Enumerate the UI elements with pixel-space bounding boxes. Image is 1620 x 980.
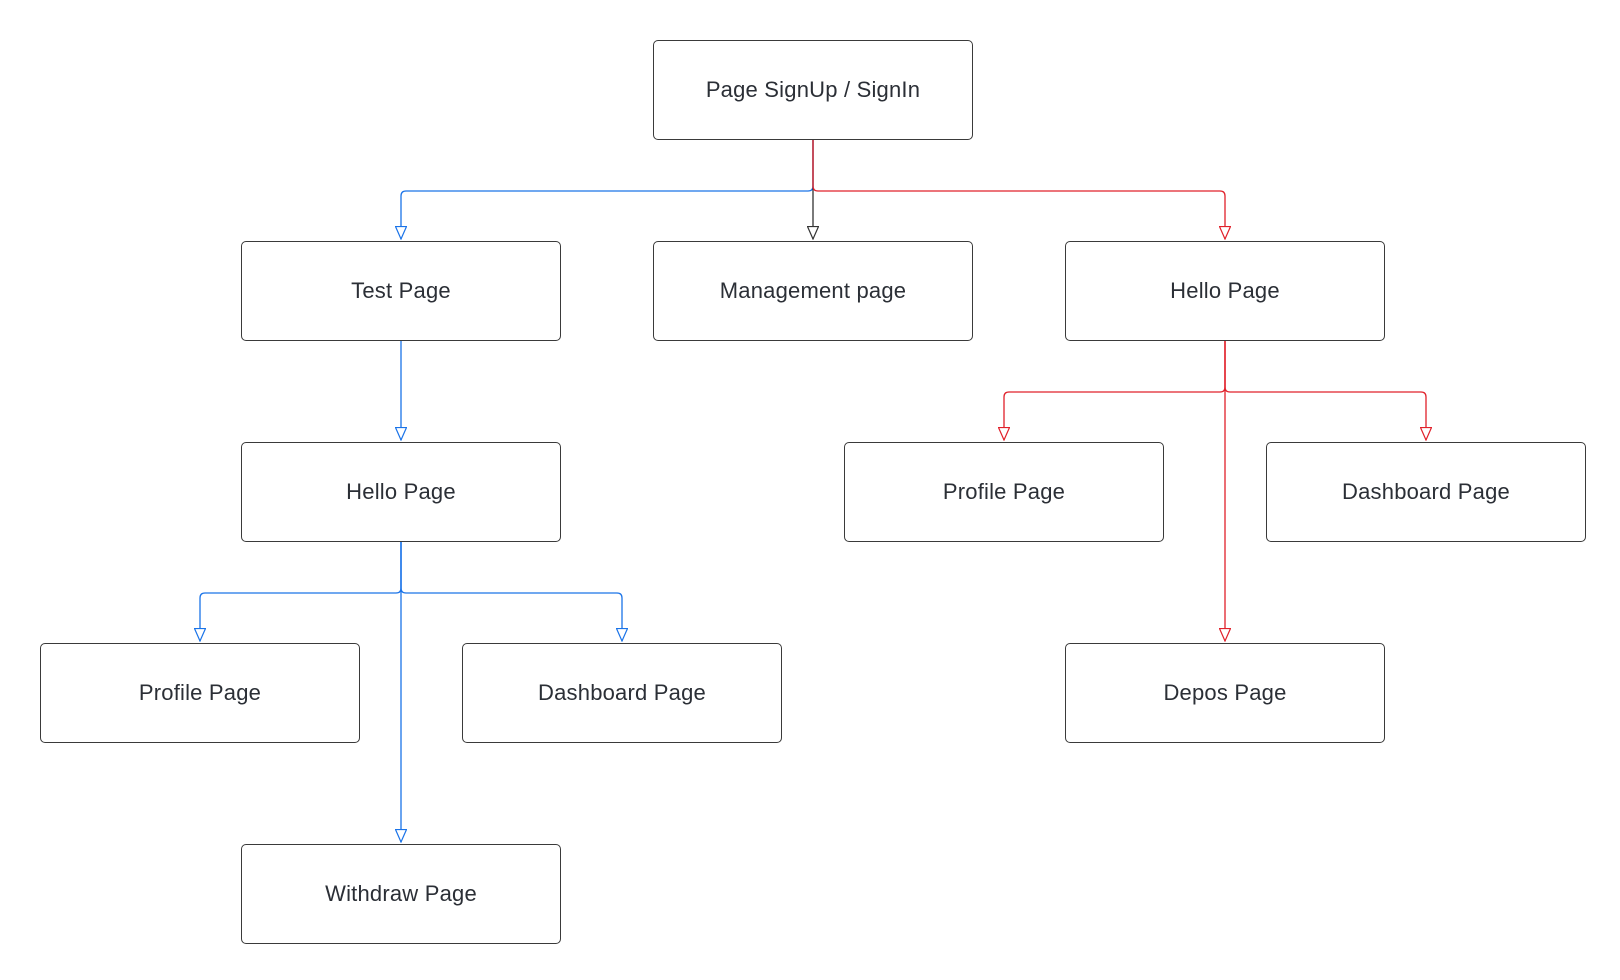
node-label: Dashboard Page bbox=[1342, 479, 1510, 504]
node-label: Dashboard Page bbox=[538, 680, 706, 705]
edge-hello-right-to-dashboard-right bbox=[1224, 341, 1426, 440]
node-hello-page-right[interactable]: Hello Page bbox=[1065, 241, 1385, 341]
node-management-page[interactable]: Management page bbox=[653, 241, 973, 341]
edge-root-to-test bbox=[401, 140, 814, 239]
edge-hello-right-to-profile-right bbox=[1004, 341, 1226, 440]
node-depos-page[interactable]: Depos Page bbox=[1065, 643, 1385, 743]
node-label: Management page bbox=[719, 278, 907, 303]
node-label: Depos Page bbox=[1163, 680, 1287, 705]
node-label: Withdraw Page bbox=[325, 881, 477, 906]
node-label: Hello Page bbox=[346, 479, 456, 504]
node-dashboard-page-right[interactable]: Dashboard Page bbox=[1266, 442, 1586, 542]
node-label: Page SignUp / SignIn bbox=[705, 77, 921, 102]
node-label: Test Page bbox=[351, 278, 451, 303]
node-dashboard-page-left[interactable]: Dashboard Page bbox=[462, 643, 782, 743]
edge-root-to-hello-right bbox=[812, 140, 1225, 239]
node-label: Profile Page bbox=[942, 479, 1066, 504]
node-page-signup-signin[interactable]: Page SignUp / SignIn bbox=[653, 40, 973, 140]
node-profile-page-left[interactable]: Profile Page bbox=[40, 643, 360, 743]
node-withdraw-page[interactable]: Withdraw Page bbox=[241, 844, 561, 944]
node-hello-page-left[interactable]: Hello Page bbox=[241, 442, 561, 542]
node-label: Hello Page bbox=[1170, 278, 1280, 303]
node-label: Profile Page bbox=[138, 680, 262, 705]
node-profile-page-right[interactable]: Profile Page bbox=[844, 442, 1164, 542]
edge-hello-left-to-dashboard-left bbox=[400, 542, 622, 641]
edge-hello-left-to-profile-left bbox=[200, 542, 402, 641]
node-test-page[interactable]: Test Page bbox=[241, 241, 561, 341]
